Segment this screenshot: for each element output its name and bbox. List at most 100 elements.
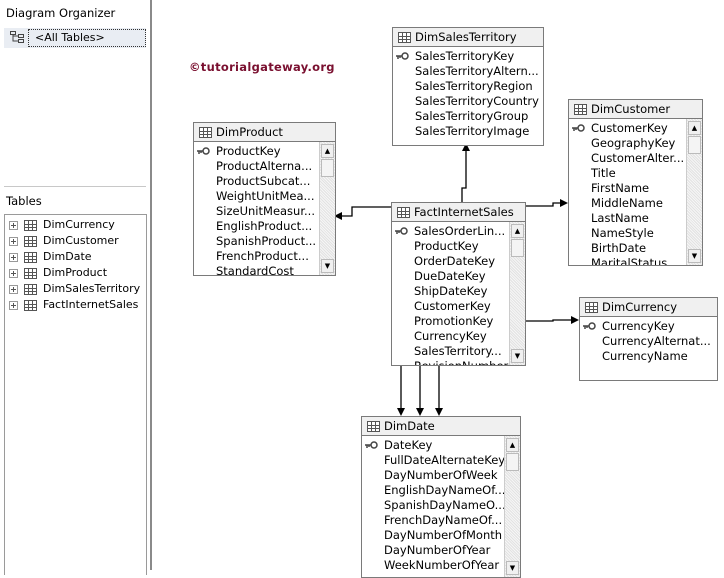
scroll-down-icon[interactable]: ▼ [321, 259, 334, 273]
column-row[interactable]: DayNumberOfYear [362, 543, 520, 558]
column-row[interactable]: LastName [569, 211, 702, 226]
column-row[interactable]: ProductKey [194, 144, 335, 159]
scroll-up-icon[interactable]: ▲ [321, 144, 334, 158]
column-row[interactable]: PromotionKey [392, 314, 525, 329]
column-row[interactable]: CustomerKey [569, 121, 702, 136]
column-row[interactable]: CurrencyKey [580, 319, 717, 334]
scroll-up-icon[interactable]: ▲ [506, 438, 519, 452]
column-row[interactable]: CurrencyKey [392, 329, 525, 344]
table-title: DimSalesTerritory [415, 30, 517, 44]
scroll-thumb[interactable] [506, 453, 519, 471]
relationship-line[interactable] [416, 364, 424, 416]
table-header[interactable]: DimDate [362, 417, 520, 436]
expand-icon[interactable] [9, 220, 18, 230]
column-row[interactable]: DueDateKey [392, 269, 525, 284]
table-header[interactable]: DimCurrency [580, 298, 717, 317]
column-row[interactable]: OrderDateKey [392, 254, 525, 269]
column-row[interactable]: SalesTerritoryKey [393, 49, 543, 64]
column-row[interactable]: DayNumberOfMonth [362, 528, 520, 543]
column-row[interactable]: MiddleName [569, 196, 702, 211]
column-row[interactable]: SalesTerritoryCountry [393, 94, 543, 109]
column-row[interactable]: MaritalStatus [569, 256, 702, 265]
column-row[interactable]: BirthDate [569, 241, 702, 256]
table-header[interactable]: DimSalesTerritory [393, 28, 543, 47]
expand-icon[interactable] [9, 252, 18, 262]
expand-icon[interactable] [9, 236, 18, 246]
scroll-down-icon[interactable]: ▼ [688, 249, 701, 263]
scroll-up-icon[interactable]: ▲ [511, 224, 524, 238]
column-row[interactable]: EnglishProduct... [194, 219, 335, 234]
tables-list-item[interactable]: FactInternetSales [9, 297, 138, 313]
column-row[interactable]: CustomerAlter... [569, 151, 702, 166]
relationship-line[interactable] [524, 199, 568, 207]
all-tables-item[interactable]: <All Tables> [4, 28, 146, 48]
column-row[interactable]: SalesTerritoryAltern... [393, 64, 543, 79]
column-row[interactable]: FullDateAlternateKey [362, 453, 520, 468]
relationship-line[interactable] [435, 364, 443, 416]
expand-icon[interactable] [9, 268, 18, 278]
tables-list-item[interactable]: DimCurrency [9, 217, 115, 233]
tables-list-item[interactable]: DimProduct [9, 265, 107, 281]
column-row[interactable]: SalesOrderLin... [392, 224, 525, 239]
vertical-scrollbar[interactable]: ▲▼ [509, 222, 525, 365]
scroll-down-icon[interactable]: ▼ [506, 561, 519, 575]
expand-icon[interactable] [9, 284, 18, 294]
table-header[interactable]: FactInternetSales [392, 203, 525, 222]
vertical-scrollbar[interactable]: ▲▼ [319, 142, 335, 275]
relationship-line[interactable] [461, 143, 470, 202]
column-row[interactable]: SalesTerritoryRegion [393, 79, 543, 94]
column-row[interactable]: ProductAlterna... [194, 159, 335, 174]
column-row[interactable]: FrenchProduct... [194, 249, 335, 264]
column-row[interactable]: FrenchDayNameOf... [362, 513, 520, 528]
scroll-thumb[interactable] [321, 159, 334, 177]
column-row[interactable]: CustomerKey [392, 299, 525, 314]
scroll-down-icon[interactable]: ▼ [511, 349, 524, 363]
relationship-line[interactable] [524, 316, 579, 324]
column-row[interactable]: SpanishProduct... [194, 234, 335, 249]
column-row[interactable]: GeographyKey [569, 136, 702, 151]
expand-icon[interactable] [9, 300, 18, 310]
table-header[interactable]: DimProduct [194, 123, 335, 142]
scroll-up-icon[interactable]: ▲ [688, 121, 701, 135]
relationship-line[interactable] [334, 206, 391, 220]
column-row[interactable]: SpanishDayNameO... [362, 498, 520, 513]
column-row[interactable]: EnglishDayNameOf... [362, 483, 520, 498]
column-row[interactable]: WeekNumberOfYear [362, 558, 520, 573]
column-row[interactable]: DayNumberOfWeek [362, 468, 520, 483]
vertical-scrollbar[interactable]: ▲▼ [686, 119, 702, 265]
column-name: StandardCost [216, 264, 294, 276]
column-row[interactable]: ShipDateKey [392, 284, 525, 299]
column-row[interactable]: SalesTerritory... [392, 344, 525, 359]
scroll-thumb[interactable] [688, 136, 701, 154]
column-row[interactable]: FirstName [569, 181, 702, 196]
scroll-thumb[interactable] [511, 239, 524, 257]
column-row[interactable]: RevisionNumber [392, 359, 525, 365]
column-row[interactable]: SalesTerritoryImage [393, 124, 543, 139]
column-row[interactable]: ProductSubcat... [194, 174, 335, 189]
column-row[interactable]: WeightUnitMea... [194, 189, 335, 204]
column-row[interactable]: StandardCost [194, 264, 335, 276]
column-row[interactable]: Title [569, 166, 702, 181]
tables-list-item[interactable]: DimCustomer [9, 233, 119, 249]
vertical-scrollbar[interactable]: ▲▼ [504, 436, 520, 577]
column-row[interactable]: SizeUnitMeasur... [194, 204, 335, 219]
relationship-line[interactable] [397, 364, 405, 416]
column-row[interactable]: CurrencyName [580, 349, 717, 364]
column-row[interactable]: DateKey [362, 438, 520, 453]
tables-list-item[interactable]: DimSalesTerritory [9, 281, 140, 297]
tables-list-item[interactable]: DimDate [9, 249, 92, 265]
table-header[interactable]: DimCustomer [569, 100, 702, 119]
column-row[interactable]: CurrencyAlternat... [580, 334, 717, 349]
table-title: DimDate [384, 419, 435, 433]
column-row[interactable]: SalesTerritoryGroup [393, 109, 543, 124]
column-row[interactable]: NameStyle [569, 226, 702, 241]
column-name: DayNumberOfYear [384, 543, 491, 557]
panel-divider[interactable] [4, 186, 146, 187]
column-row[interactable]: ProductKey [392, 239, 525, 254]
